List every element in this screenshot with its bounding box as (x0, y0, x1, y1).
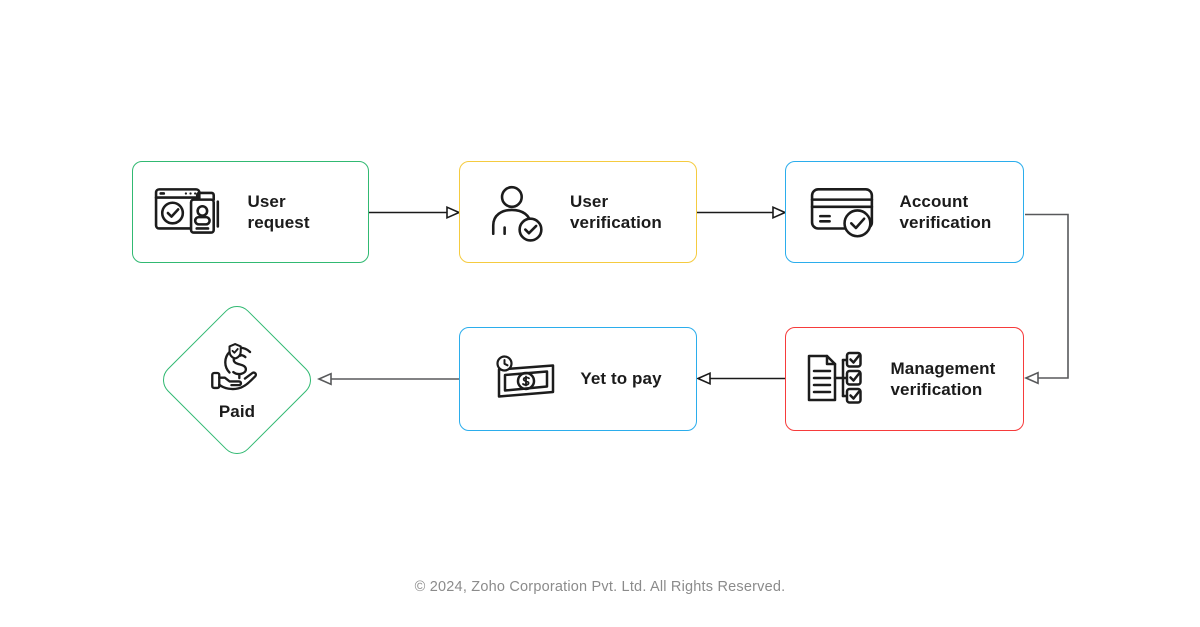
arrowhead-right-icon (446, 205, 461, 220)
node-label: User request (247, 191, 310, 232)
node-user-verification: User verification (459, 161, 697, 263)
node-label: Account verification (899, 191, 992, 232)
hand-dollar-shield-icon (209, 338, 265, 399)
browser-check-id-card-icon (154, 181, 224, 243)
node-label: User verification (570, 191, 662, 232)
copyright-text: © 2024, Zoho Corporation Pvt. Ltd. All R… (414, 579, 786, 595)
node-management-verification: Management verification (785, 327, 1024, 431)
person-check-icon (486, 182, 546, 242)
document-checklist-icon (803, 346, 867, 412)
node-paid-content: Paid (157, 301, 317, 459)
edge-account-to-management-verification (1025, 213, 1069, 379)
node-label: Paid (218, 402, 256, 421)
arrowhead-left-icon (696, 371, 711, 386)
node-user-request: User request (132, 161, 369, 263)
arrowhead-left-icon (317, 372, 332, 386)
node-account-verification: Account verification (785, 161, 1024, 263)
arrowhead-left-icon (1024, 371, 1039, 385)
node-label: Yet to pay (580, 369, 662, 389)
node-yet-to-pay: Yet to pay (459, 327, 697, 431)
banknote-clock-icon (494, 352, 556, 406)
credit-card-check-icon (810, 184, 876, 240)
node-label: Management verification (890, 358, 996, 399)
arrowhead-right-icon (772, 205, 787, 220)
